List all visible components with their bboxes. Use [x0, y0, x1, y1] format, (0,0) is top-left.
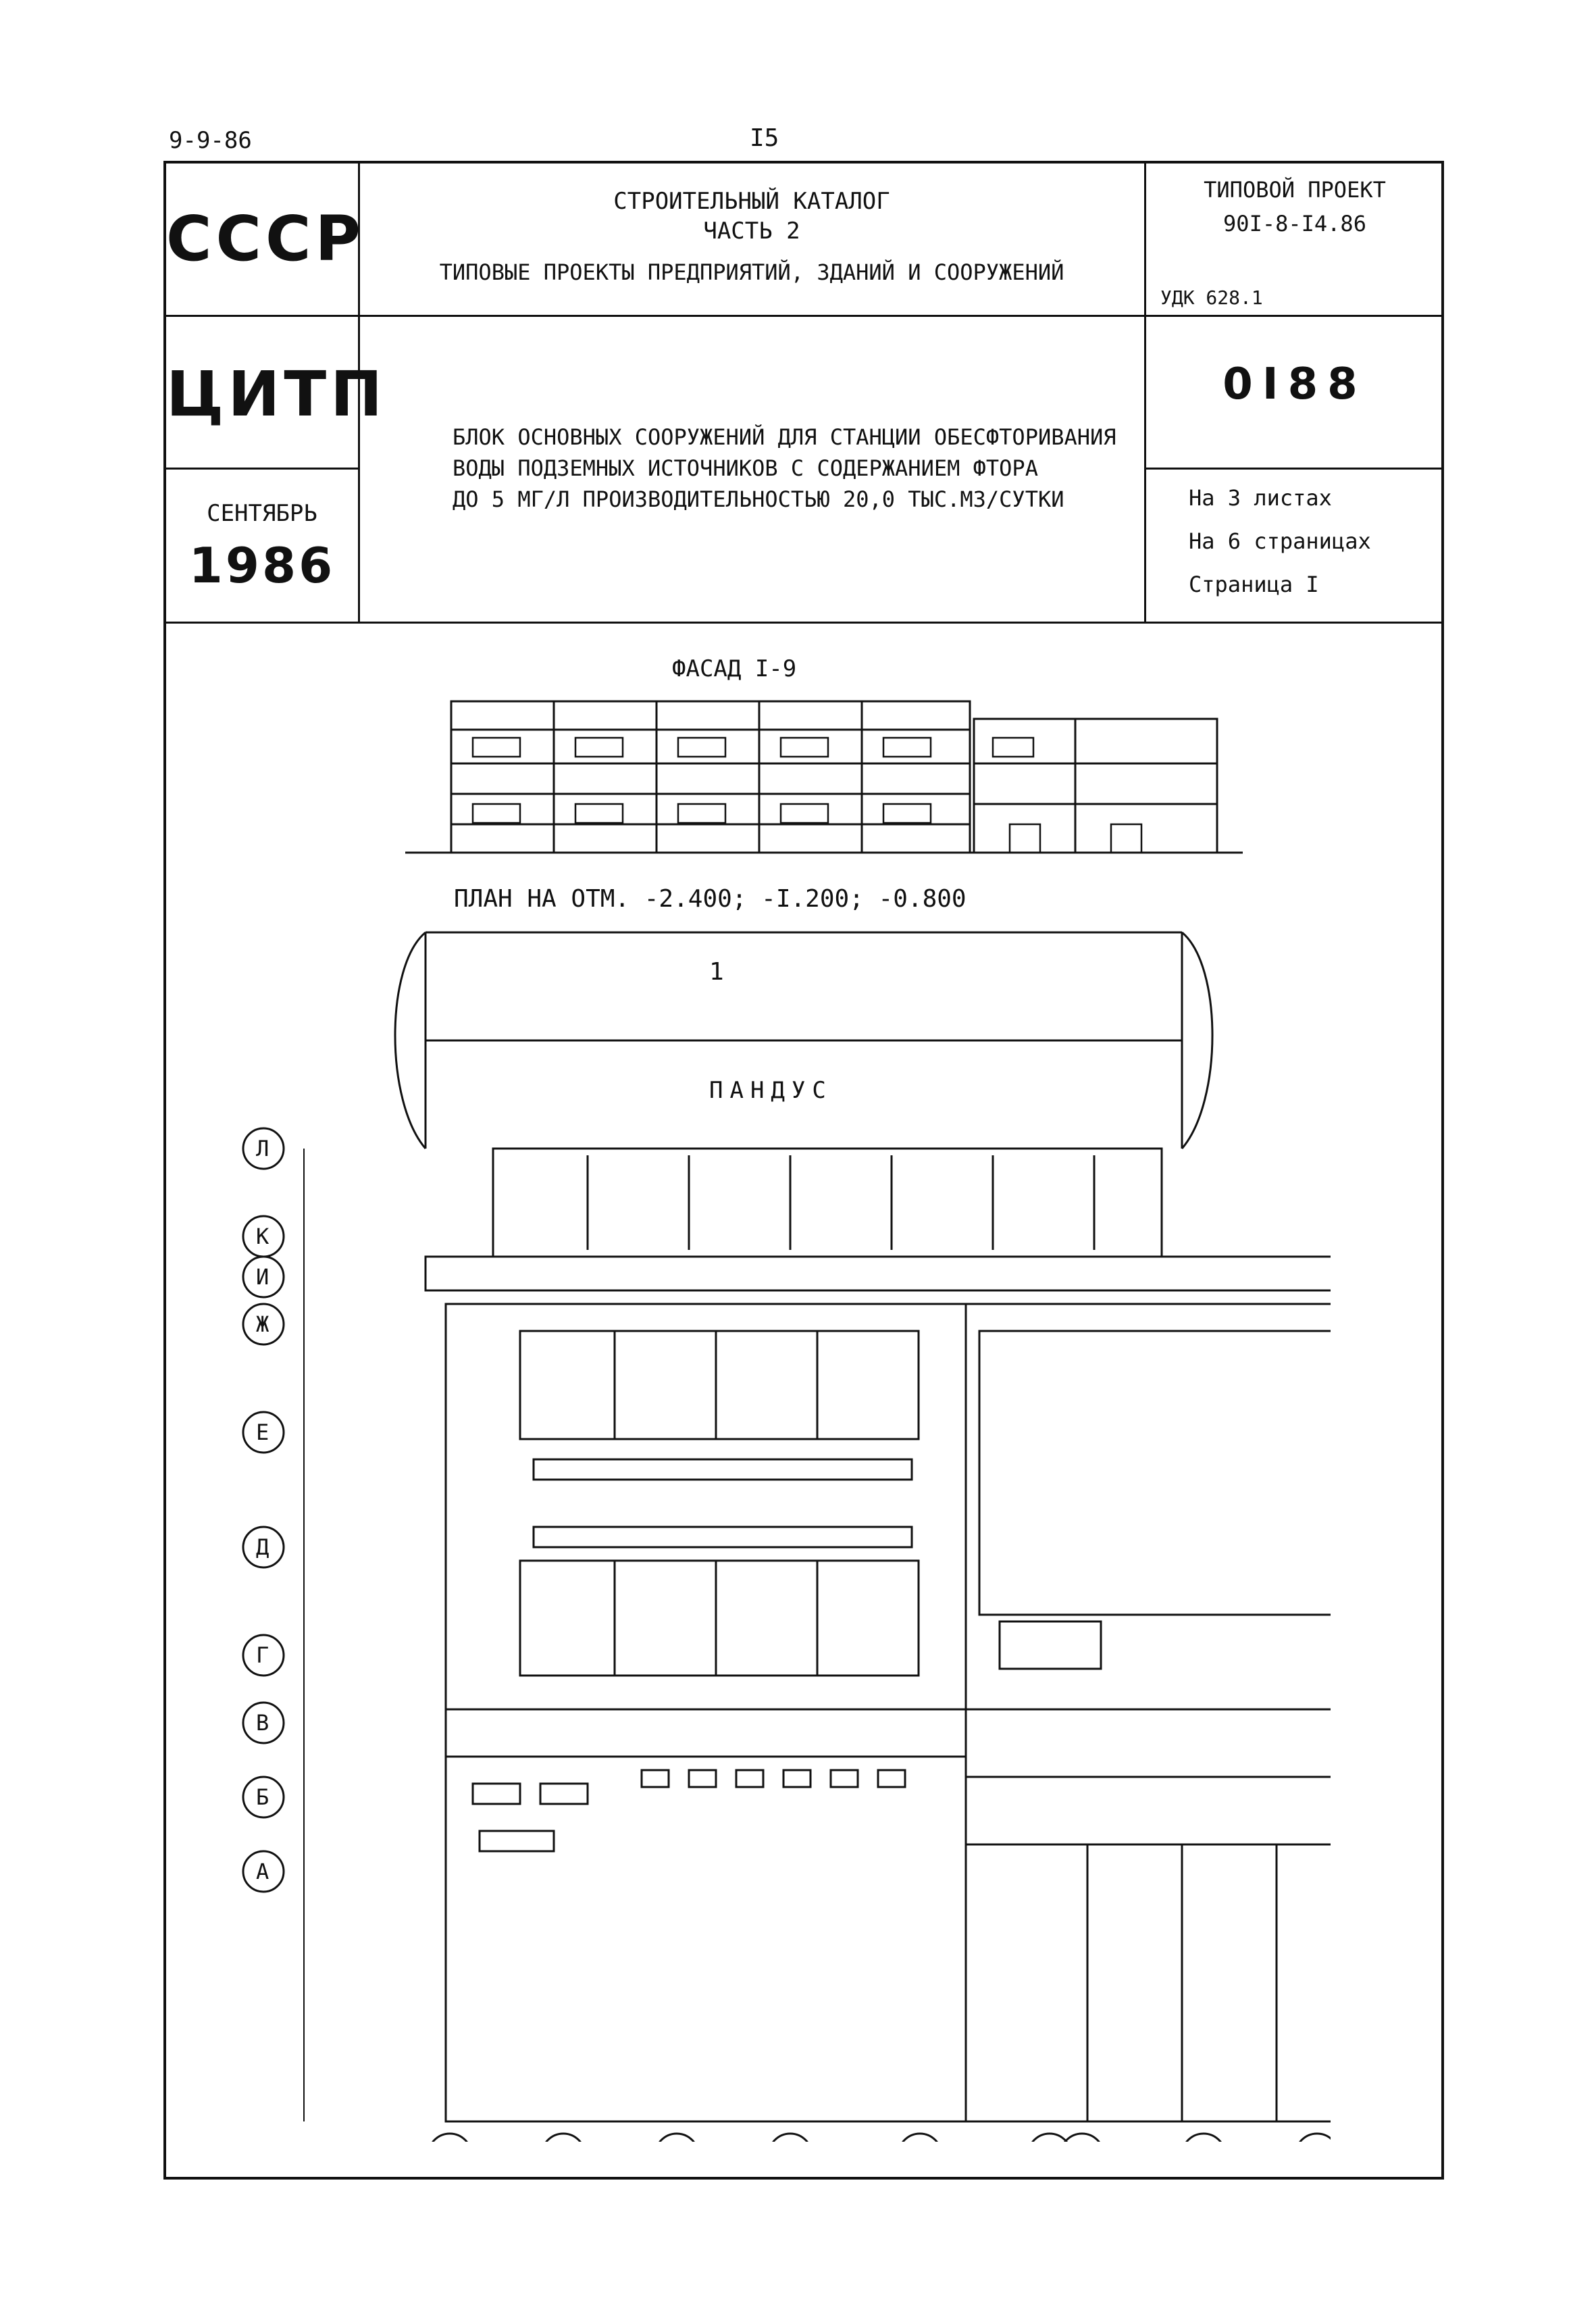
- row-axis-label: Ж: [256, 1311, 269, 1337]
- sheets-count: На 3 листах: [1189, 485, 1332, 511]
- project-title-line-1: БЛОК ОСНОВНЫХ СООРУЖЕНИЙ ДЛЯ СТАНЦИИ ОБЕ…: [453, 424, 1116, 450]
- column-axis-bubble: [545, 2132, 582, 2142]
- row-axis-bubble: [242, 1526, 285, 1569]
- section-mark-top: 1: [709, 958, 724, 986]
- row-axis-bubble: [242, 1303, 285, 1346]
- column-axis-bubble: [432, 2132, 468, 2142]
- month-label: СЕНТЯБРЬ: [207, 500, 317, 527]
- column-axis-bubble: [902, 2132, 938, 2142]
- title-divider-2: [163, 622, 1444, 624]
- plan-title: ПЛАН НА ОТМ. -2.400; -I.200; -0.800: [454, 885, 967, 913]
- row-axis-label: Е: [256, 1419, 269, 1445]
- project-type-label: ТИПОВОЙ ПРОЕКТ: [1204, 177, 1386, 203]
- row-axis-bubble: [242, 1634, 285, 1677]
- title-col-divider-1: [358, 161, 360, 623]
- row-axis-label: И: [256, 1264, 269, 1290]
- document-code: 9-9-86: [169, 127, 252, 154]
- udk-label: УДК 628.1: [1160, 286, 1263, 309]
- catalog-subtitle: ТИПОВЫЕ ПРОЕКТЫ ПРЕДПРИЯТИЙ, ЗДАНИЙ И СО…: [439, 259, 1064, 285]
- year-label: 1986: [188, 537, 336, 594]
- page-number: I5: [750, 124, 779, 152]
- row-axis-label: Л: [256, 1136, 269, 1161]
- row-axis-label: В: [256, 1710, 269, 1736]
- row-axis-bubble: [242, 1850, 285, 1893]
- left-cell-divider: [163, 468, 359, 470]
- column-axis-bubble: [772, 2132, 808, 2142]
- catalog-part: ЧАСТЬ 2: [703, 218, 800, 245]
- row-axis-bubble: [242, 1411, 285, 1454]
- facade-elevation: [405, 700, 1243, 854]
- organization-label: ЦИТП: [166, 358, 387, 430]
- pages-count: На 6 страницах: [1189, 528, 1371, 554]
- row-axis-bubble: [242, 1701, 285, 1744]
- facade-windows: [471, 736, 1143, 854]
- title-col-divider-2: [1144, 161, 1146, 623]
- facade-title: ФАСАД I-9: [672, 655, 797, 682]
- row-axis-label: Г: [256, 1642, 269, 1668]
- title-divider-1: [163, 315, 1444, 317]
- project-number: 90I-8-I4.86: [1223, 211, 1366, 236]
- column-axis-bubble: [659, 2132, 695, 2142]
- column-axis-bubble: [1064, 2132, 1100, 2142]
- catalog-code: 0I88: [1222, 359, 1367, 409]
- current-page: Страница I: [1189, 572, 1319, 597]
- row-axis-bubble: [242, 1255, 285, 1299]
- column-axis-bubble: [1031, 2132, 1068, 2142]
- right-cell-divider: [1145, 468, 1444, 470]
- column-axis-bubble: [1299, 2132, 1331, 2142]
- ramp-label: ПАНДУС: [709, 1077, 833, 1104]
- row-axis-label: К: [256, 1224, 269, 1249]
- project-title-line-3: ДО 5 МГ/Л ПРОИЗВОДИТЕЛЬНОСТЬЮ 20,0 ТЫС.М…: [453, 486, 1064, 512]
- project-title-line-2: ВОДЫ ПОДЗЕМНЫХ ИСТОЧНИКОВ С СОДЕРЖАНИЕМ …: [453, 455, 1038, 481]
- row-axis-bubble: [242, 1776, 285, 1819]
- row-axis-label: Д: [256, 1534, 269, 1560]
- catalog-title: СТРОИТЕЛЬНЫЙ КАТАЛОГ: [613, 188, 890, 215]
- drawing-frame: [163, 161, 1444, 2180]
- row-axis-label: А: [256, 1859, 269, 1884]
- row-axis-bubble: [242, 1127, 285, 1170]
- column-axis-bubble: [1185, 2132, 1222, 2142]
- country-label: СССР: [166, 203, 365, 275]
- row-axis-label: Б: [256, 1784, 269, 1810]
